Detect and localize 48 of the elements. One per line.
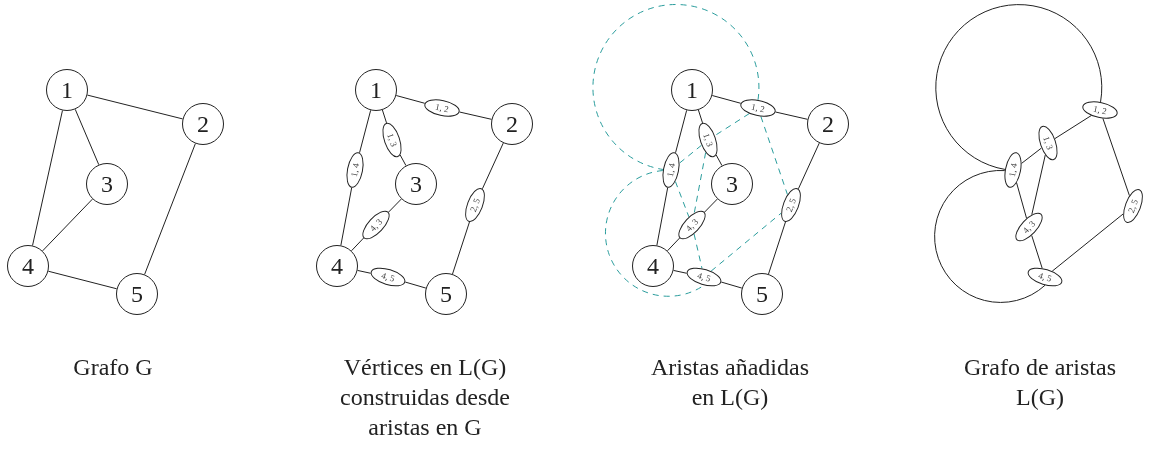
connector-line [693, 233, 703, 269]
connector-line [711, 95, 742, 104]
connector-line [388, 198, 402, 213]
panel-caption: Vértices en L(G) construidas desde aristas en G [339, 353, 511, 442]
connector-line [674, 181, 690, 218]
connector-line [666, 237, 681, 252]
connector-line [715, 154, 723, 167]
connector-line [395, 95, 426, 104]
connector-line [32, 110, 63, 246]
connector-line [381, 109, 387, 124]
connector-line [697, 109, 703, 124]
connector-line [775, 111, 809, 120]
connector-line [675, 109, 688, 154]
connector-line [459, 111, 493, 120]
connector-line [720, 281, 743, 289]
connector-line [340, 187, 353, 246]
connector-line [710, 212, 782, 272]
connector-line [452, 221, 470, 275]
connector-line [656, 187, 669, 246]
connector-line [404, 281, 427, 289]
connector-line [1021, 147, 1042, 164]
connector-line [42, 198, 93, 252]
connector-line [357, 269, 372, 274]
connector-line [679, 144, 702, 164]
curved-connector [934, 170, 1046, 303]
connector-line [144, 143, 196, 275]
connector-line [1016, 182, 1028, 219]
connector-line [768, 221, 786, 275]
connector-line [760, 116, 788, 196]
connector-line [1031, 234, 1043, 269]
connector-line [704, 198, 718, 213]
connector-line [47, 270, 118, 290]
connector-line [673, 269, 688, 274]
panel-caption: Grafo G [72, 353, 154, 382]
connector-line [1051, 213, 1124, 272]
connector-line [86, 94, 184, 120]
panel-caption: Aristas añadidas en L(G) [650, 353, 810, 412]
connector-line [1102, 118, 1130, 197]
connector-line [399, 154, 407, 167]
connector-line [359, 109, 372, 154]
connector-line [350, 237, 365, 252]
panel-caption: Grafo de aristas L(G) [963, 353, 1117, 412]
curved-connector [592, 4, 760, 170]
connector-line [693, 152, 707, 214]
connector-line [714, 113, 750, 137]
connector-line [1031, 154, 1046, 216]
curved-connector [935, 4, 1103, 170]
connector-line [1054, 115, 1092, 140]
